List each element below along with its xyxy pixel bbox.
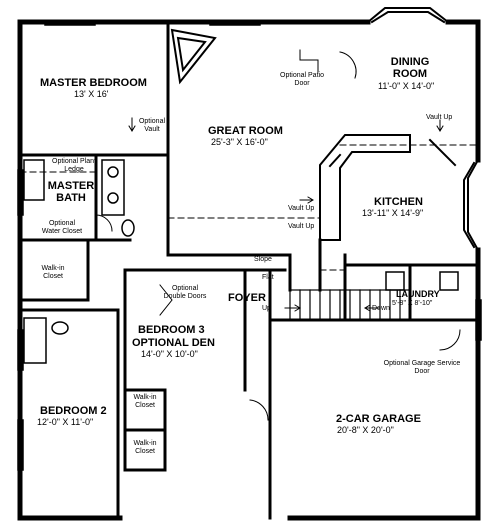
optional-garage-service-door-note: Optional Garage Service Door <box>383 360 461 375</box>
master-bedroom-label: MASTER BEDROOM <box>40 77 147 89</box>
master-bath-label: MASTER BATH <box>47 180 95 205</box>
foyer-label: FOYER <box>228 292 266 304</box>
kitchen-bay-window <box>463 158 480 252</box>
vault-up-note-dining: Vault Up <box>426 114 453 121</box>
kitchen-size: 13'-11" X 14'-9" <box>362 208 424 218</box>
doors <box>95 49 461 421</box>
master-bedroom-size: 13' X 16' <box>74 89 109 99</box>
garage-size: 20'-8" X 20'-0" <box>337 425 394 435</box>
dining-room-size: 11'-0" X 14'-0" <box>378 81 435 91</box>
bedroom2-label: BEDROOM 2 <box>40 405 107 417</box>
stair-down-note: Down <box>372 305 390 312</box>
great-room-size: 25'-3" X 16'-0" <box>211 137 268 147</box>
stair-up-note: Up <box>262 305 271 312</box>
slope-note: Slope <box>254 256 272 263</box>
vault-up-note-1: Vault Up <box>288 205 315 212</box>
bay-window <box>366 7 450 24</box>
dining-room-label: DINING ROOM <box>390 56 430 81</box>
great-room-label: GREAT ROOM <box>208 125 283 137</box>
optional-vault-note: Optional Vault <box>138 118 166 133</box>
arrows <box>128 117 444 312</box>
optional-plant-ledge-note: Optional Plant Ledge <box>52 158 96 173</box>
optional-patio-door-note: Optional Patio Door <box>280 72 324 87</box>
optional-double-doors-note: Optional Double Doors <box>163 285 207 300</box>
bedroom3-name2: OPTIONAL DEN <box>132 337 215 349</box>
bedroom2-size: 12'-0" X 11'-0" <box>37 417 94 427</box>
bath-fixtures <box>23 159 459 364</box>
walk-in-closet-note-bed2: Walk-in Closet <box>133 440 157 455</box>
flat-note: Flat <box>262 274 274 281</box>
optional-water-closet-note: Optional Water Closet <box>41 220 83 235</box>
walk-in-closet-note-master: Walk-in Closet <box>41 265 65 280</box>
laundry-size: 5'-8" X 8'-10" <box>392 300 433 307</box>
fireplace <box>170 28 217 85</box>
kitchen-counters <box>319 134 457 241</box>
exterior-walls <box>17 19 481 521</box>
bedroom3-label: BEDROOM 3 <box>138 324 205 336</box>
laundry-label: LAUNDRY <box>396 289 440 299</box>
vault-up-note-2: Vault Up <box>288 223 315 230</box>
walk-in-closet-note-bed3: Walk-in Closet <box>133 394 157 409</box>
kitchen-label: KITCHEN <box>374 196 423 208</box>
window-marks <box>17 20 482 471</box>
vault-lines <box>19 144 479 271</box>
bedroom3-size: 14'-0" X 10'-0" <box>141 349 198 359</box>
garage-label: 2-CAR GARAGE <box>336 413 421 425</box>
